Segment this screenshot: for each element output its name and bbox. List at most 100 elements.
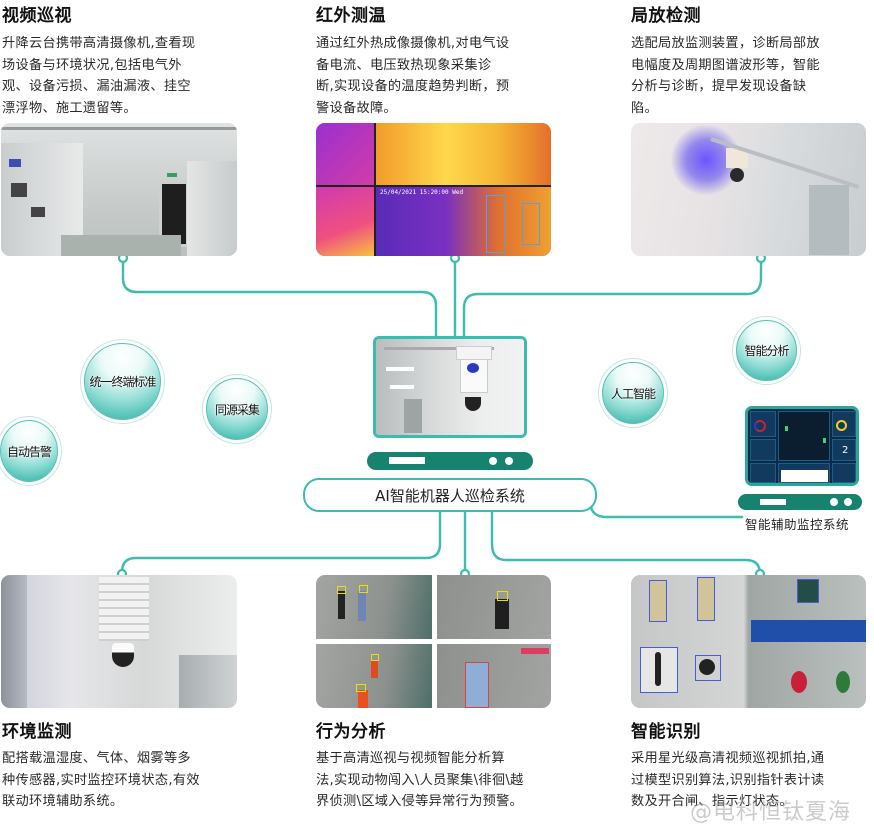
dashboard-panel (832, 463, 856, 483)
desc-line: 备电流、电压致热现象采集诊 (316, 57, 492, 73)
desc-line: 界侦测\区域入侵等异常行为预警。 (316, 794, 524, 809)
desc-line: 分析与诊断，提早发现设备缺 (631, 79, 807, 94)
desc-line: 观、设备污损、漏油漏液、挂空 (2, 79, 191, 94)
switch-box (640, 647, 678, 693)
desc-line: 通过红外热成像摄像机,对电气设 (316, 36, 510, 51)
robot-camera (465, 397, 481, 411)
face-box (497, 591, 508, 601)
panel-nameplate (751, 620, 866, 642)
panel-recognition-photo (631, 575, 866, 708)
switch-cabinets (179, 655, 237, 708)
desc-line: 配搭载温湿度、气体、烟雾等多 (2, 751, 191, 766)
environment-title: 环境监测 (2, 722, 72, 742)
robot-head (456, 346, 492, 360)
infrared-title: 红外测温 (316, 6, 386, 26)
floor (61, 235, 181, 256)
thermal-divider (374, 123, 376, 256)
desc-line: 陷。 (631, 100, 658, 116)
desc-line: 电幅度及周期图谱波形等，智能 (631, 57, 820, 73)
desc-line: 法,实现动物闯入\人员聚集\徘徊\越 (316, 772, 524, 788)
dashboard-panel (750, 411, 776, 437)
video-patrol-description: 升降云台携带高清摄像机,查看现 场设备与环境状况,包括电气外 观、设备污损、漏油… (2, 33, 247, 119)
connector-aux-system (588, 498, 744, 519)
thermal-timestamp: 25/04/2021 15:20:00 Wed (380, 189, 464, 196)
cabinet (404, 399, 422, 433)
green-indicator (836, 671, 850, 693)
base-indicator (844, 498, 852, 506)
table-area (781, 470, 828, 482)
thermal-panel (376, 123, 551, 185)
behavior-title: 行为分析 (316, 722, 386, 742)
dashboard-map (778, 411, 830, 461)
recognition-title: 智能识别 (631, 722, 701, 742)
cabinet-label (9, 159, 21, 167)
robot-body (726, 148, 748, 168)
robot-base (367, 452, 533, 470)
person (358, 690, 368, 708)
robot-monitor (373, 336, 527, 438)
window-frame (1, 575, 27, 708)
recognition-description: 采用星光级高清视频巡视抓拍,通 过模型识别算法,识别指针表计读 数及开合闸、指示… (631, 748, 871, 813)
system-label: AI智能机器人巡检系统 (375, 486, 525, 505)
person (358, 591, 366, 621)
thermal-panel (316, 123, 374, 185)
bubble-smart-analysis: 智能分析 (736, 320, 797, 381)
desc-line: 选配局放监测装置，诊断局部放 (631, 36, 820, 51)
ceiling-rail (384, 347, 494, 350)
infrared-description: 通过红外热成像摄像机,对电气设 备电流、电压致热现象采集诊 断,实现设备的温度趋… (316, 33, 556, 119)
exit-sign (167, 173, 177, 177)
knob (699, 659, 715, 675)
map-marker (823, 438, 826, 443)
robot-lens (467, 363, 479, 373)
base-indicator (489, 457, 497, 465)
indicator-box (649, 580, 667, 622)
dashboard-counter: 2 (842, 445, 849, 456)
rotary-handle (655, 652, 661, 686)
desc-line: 警设备故障。 (316, 100, 397, 116)
desc-line: 数及开合闸、指示灯状态。 (631, 794, 793, 809)
connector-partial-discharge (462, 256, 763, 340)
robot-camera (730, 168, 744, 182)
bubble-auto-alarm: 自动告警 (0, 420, 58, 482)
cabinet-switch (11, 183, 27, 197)
base-indicator (830, 498, 838, 506)
donut-chart (754, 420, 766, 432)
dome-camera (112, 643, 134, 667)
bubble-label: 自动告警 (6, 444, 52, 459)
ceiling-pipe (1, 127, 237, 130)
alert-banner (521, 648, 549, 654)
aux-dashboard-screen: 2 (745, 406, 859, 486)
base-slot (760, 499, 786, 505)
face-box (359, 585, 368, 593)
map-marker (785, 426, 788, 431)
desc-line: 过模型识别算法,识别指针表计读 (631, 772, 825, 788)
dashboard-counter-panel: 2 (832, 439, 856, 461)
bubble-label: 智能分析 (744, 344, 789, 358)
corridor-end (809, 185, 849, 255)
desc-line: 断,实现设备的温度趋势判断，预 (316, 79, 510, 94)
red-indicator (791, 671, 807, 693)
bubble-label: 人工智能 (610, 386, 656, 401)
cctv-frame (316, 575, 432, 639)
indicator-box (697, 577, 715, 621)
switchgear-room-photo (1, 123, 237, 256)
connector-recognition (490, 510, 762, 579)
desc-line: 漂浮物、施工遗留等。 (2, 100, 137, 116)
bubble-unified-standard: 统一终端标准 (84, 343, 161, 420)
ceiling-rail-robot-photo (631, 123, 866, 256)
thermal-panel (316, 187, 374, 256)
cabinet-right (187, 161, 237, 256)
air-vent (99, 577, 149, 641)
behavior-description: 基于高清巡视与视频智能分析算 法,实现动物闯入\人员聚集\徘徊\越 界侦测\区域… (316, 748, 566, 813)
ceiling-light (386, 367, 414, 371)
dashboard-table (778, 463, 830, 483)
aux-base (738, 494, 862, 510)
desc-line: 联动环境辅助系统。 (2, 794, 124, 809)
environment-description: 配搭载温湿度、气体、烟雾等多 种传感器,实时监控环境状态,有效 联动环境辅助系统… (2, 748, 252, 813)
dome-camera-photo (1, 575, 237, 708)
dashboard-panel (750, 439, 776, 461)
face-box (356, 684, 366, 692)
behavior-detection-grid (316, 575, 551, 708)
dashboard-panel (832, 411, 856, 437)
cabinet-switch (31, 207, 45, 217)
